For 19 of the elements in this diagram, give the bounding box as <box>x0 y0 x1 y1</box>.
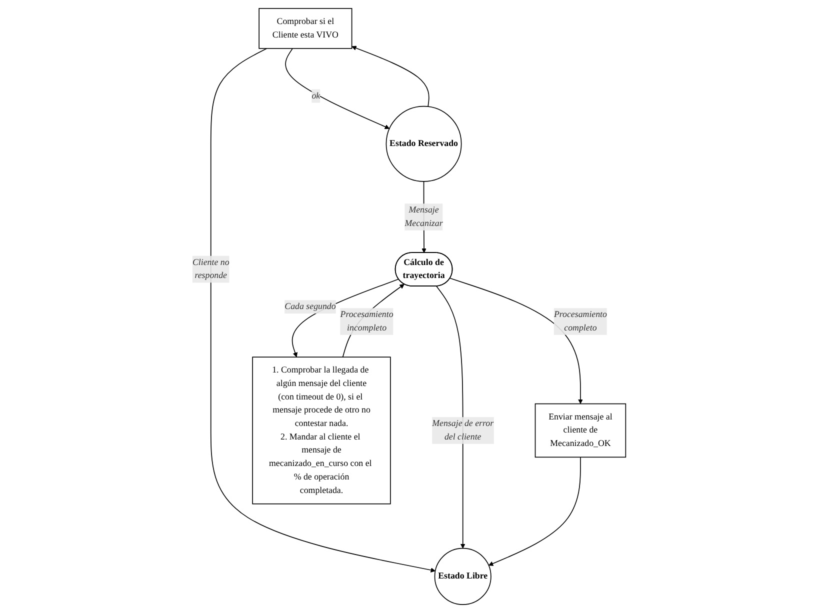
node-box: 1. Comprobar la llegada de algún mensaje del cliente (con timeout de 0), si el mensaje procede de otro no contestar nada. 2. Mandar al cliente el mensaje de mecanizado_en_curso con el % de operación completada. <box>252 356 391 504</box>
edge-label: ok <box>312 91 320 100</box>
arrow <box>436 286 466 549</box>
node-circle: Estado Reservado <box>386 106 462 182</box>
node-circle: Estado Libre <box>434 548 492 605</box>
node-box: Enviar mensaje al cliente de Mecanizado_OK <box>534 403 626 458</box>
edge-label: Procesamiento incompleto <box>340 310 394 333</box>
arrow <box>352 46 430 107</box>
edge-label: Cliente no responde <box>192 258 230 280</box>
node-box: Comprobar si el Cliente esta VIVO <box>258 8 352 49</box>
arrow <box>450 278 583 404</box>
edge-label: Cada segundo <box>284 302 336 312</box>
arrow <box>488 456 581 566</box>
edge-label: Procesamiento completo <box>554 310 607 333</box>
arrow <box>285 48 390 130</box>
arrow <box>210 48 436 572</box>
edge-label: Mensaje Mecanizar <box>404 205 443 228</box>
arrow <box>292 278 399 358</box>
edge-label: Mensaje de error del cliente <box>432 418 494 442</box>
